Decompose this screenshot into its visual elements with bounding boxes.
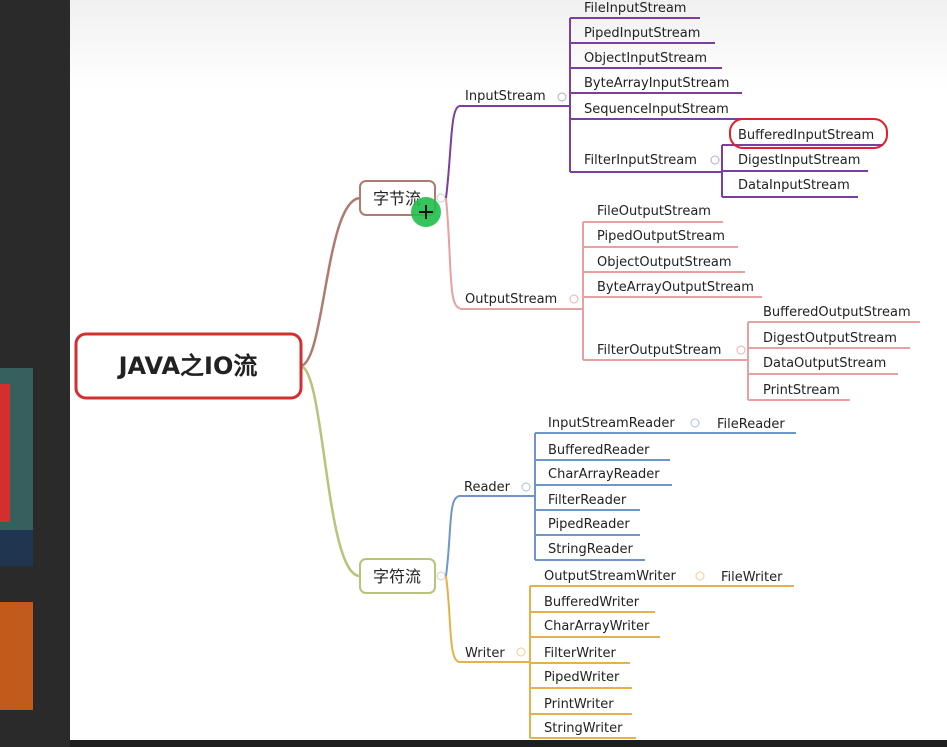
bottom-edge-bar (70, 740, 947, 747)
tree-node-label[interactable]: PrintWriter (544, 697, 614, 712)
tree-node-label[interactable]: FilterOutputStream (597, 343, 721, 358)
tree-node-label[interactable]: StringWriter (544, 721, 623, 736)
collapse-icon[interactable] (736, 345, 746, 355)
tree-node-label[interactable]: PipedWriter (544, 670, 620, 685)
collapse-icon[interactable] (436, 193, 446, 203)
output-stream-children: FileOutputStream PipedOutputStream Objec… (583, 204, 762, 361)
connector-root-char (299, 364, 361, 578)
tree-node-label[interactable]: FilterReader (548, 493, 627, 508)
tree-node-label[interactable]: PipedInputStream (584, 26, 700, 41)
reader-children: InputStreamReader FileReader BufferedRea… (535, 416, 796, 561)
char-stream-label: 字符流 (373, 567, 421, 586)
input-stream-children: FileInputStream PipedInputStream ObjectI… (570, 1, 742, 173)
cursor-icon (411, 197, 441, 227)
tree-node-label[interactable]: PipedOutputStream (597, 229, 725, 244)
tree-node-label[interactable]: BufferedOutputStream (763, 305, 911, 320)
connector-root-byte (299, 196, 361, 368)
input-stream-label[interactable]: InputStream (465, 89, 546, 104)
tree-node-label[interactable]: BufferedInputStream (738, 128, 874, 143)
tree-node-label[interactable]: ByteArrayInputStream (584, 76, 729, 91)
filter-input-children: BufferedInputStream DigestInputStream Da… (722, 128, 883, 198)
connector-byte-input (445, 105, 461, 199)
tree-node-label[interactable]: OutputStreamWriter (544, 569, 677, 584)
tree-node-label[interactable]: SequenceInputStream (584, 102, 729, 117)
collapse-icon[interactable] (521, 482, 531, 492)
side-panel-red-bar (0, 384, 10, 522)
tree-node-label[interactable]: FileWriter (721, 570, 783, 585)
side-panel-navy (0, 530, 33, 566)
tree-node-label[interactable]: FileInputStream (584, 1, 686, 16)
tree-node-label[interactable]: FilterInputStream (584, 153, 697, 168)
reader-label[interactable]: Reader (464, 480, 511, 495)
root-node[interactable]: JAVA之IO流 (74, 332, 303, 400)
char-stream-node[interactable]: 字符流 (359, 558, 436, 594)
highlight-circle (729, 118, 888, 149)
connector-byte-output (445, 197, 461, 309)
tree-node-label[interactable]: DataOutputStream (763, 356, 886, 371)
tree-node-label[interactable]: DigestOutputStream (763, 331, 897, 346)
collapse-icon[interactable] (436, 571, 446, 581)
tree-node-label[interactable]: CharArrayWriter (544, 619, 650, 634)
connector-char-writer (445, 575, 461, 663)
collapse-icon[interactable] (710, 155, 720, 165)
collapse-icon[interactable] (695, 571, 705, 581)
collapse-icon[interactable] (557, 92, 567, 102)
tree-node-label[interactable]: CharArrayReader (548, 467, 660, 482)
collapse-icon[interactable] (690, 418, 700, 428)
tree-node-label[interactable]: FileReader (717, 417, 785, 432)
side-panel-orange (0, 602, 33, 710)
left-edge-strip (0, 0, 70, 747)
output-stream-label[interactable]: OutputStream (465, 292, 557, 307)
tree-node-label[interactable]: PipedReader (548, 517, 630, 532)
tree-node-label[interactable]: ObjectInputStream (584, 51, 707, 66)
byte-stream-label: 字节流 (373, 189, 421, 208)
tree-node-label[interactable]: ByteArrayOutputStream (597, 280, 754, 295)
filter-output-children: BufferedOutputStream DigestOutputStream … (748, 305, 920, 401)
tree-node-label[interactable]: BufferedReader (548, 443, 650, 458)
root-label: JAVA之IO流 (117, 352, 258, 380)
tree-node-label[interactable]: PrintStream (763, 383, 840, 398)
tree-node-label[interactable]: DigestInputStream (738, 153, 860, 168)
tree-node-label[interactable]: FileOutputStream (597, 204, 711, 219)
writer-children: OutputStreamWriter FileWriter BufferedWr… (530, 569, 794, 739)
tree-node-label[interactable]: DataInputStream (738, 178, 850, 193)
writer-label[interactable]: Writer (465, 646, 505, 661)
connector-char-reader (445, 495, 461, 577)
tree-node-label[interactable]: InputStreamReader (548, 416, 675, 431)
tree-node-label[interactable]: BufferedWriter (544, 595, 640, 610)
tree-node-label[interactable]: ObjectOutputStream (597, 255, 732, 270)
collapse-icon[interactable] (516, 647, 526, 657)
tree-node-label[interactable]: FilterWriter (544, 646, 617, 661)
collapse-icon[interactable] (569, 294, 579, 304)
tree-node-label[interactable]: StringReader (548, 542, 633, 557)
